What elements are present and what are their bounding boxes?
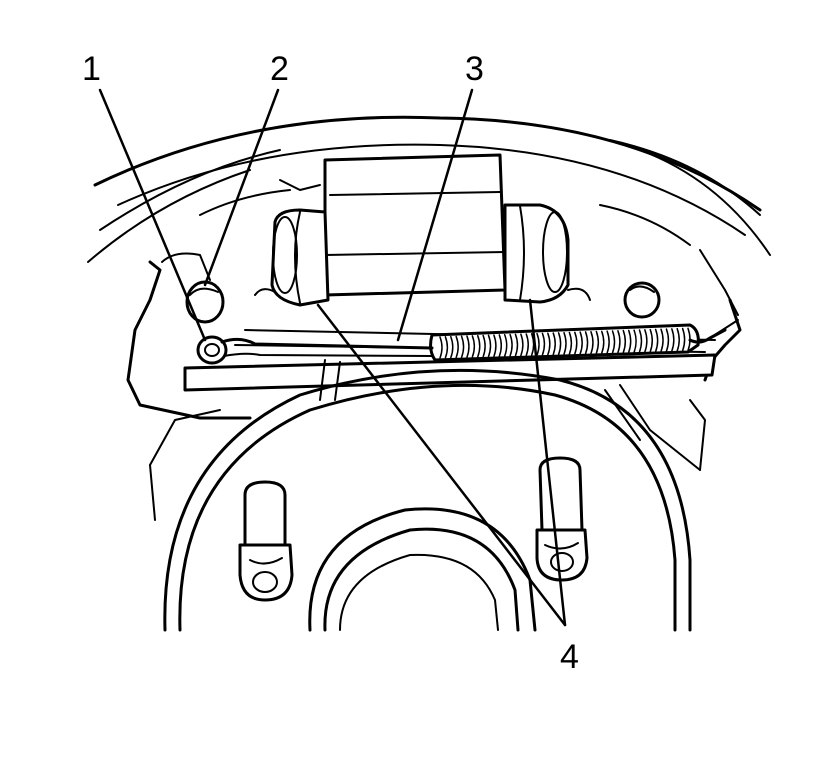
- callout-2: 2: [270, 50, 289, 88]
- adjuster-spring: [429, 319, 739, 362]
- backing-plate-outline: [87, 115, 771, 420]
- spring-coil: [471, 335, 476, 358]
- spring-coil: [649, 328, 654, 353]
- leader-1: [98, 88, 207, 342]
- spring-coil: [476, 334, 481, 358]
- spring-coil: [660, 328, 664, 353]
- spring-coil: [584, 331, 589, 355]
- anchor-pin: [185, 280, 225, 324]
- spring-coil: [466, 335, 470, 358]
- spring-coil: [520, 333, 524, 357]
- spring-coil: [450, 335, 454, 359]
- leader-4b: [528, 298, 567, 627]
- leader-2: [203, 88, 280, 287]
- spring-coil: [541, 332, 546, 356]
- spring-coil: [681, 327, 686, 352]
- spring-coil: [509, 333, 513, 357]
- spring-coil: [622, 329, 627, 354]
- spring-coil: [606, 330, 610, 354]
- wheel-cylinder: [254, 153, 591, 307]
- spring-coil: [676, 327, 680, 352]
- backing-plate-hole: [623, 281, 661, 319]
- spring-coil: [574, 331, 578, 355]
- spring-coil: [671, 328, 675, 352]
- spring-coil: [654, 328, 659, 353]
- spring-coil: [568, 331, 573, 355]
- spring-coil: [595, 330, 600, 355]
- spring-coil: [487, 334, 492, 358]
- spring-coil: [579, 331, 583, 355]
- spring-coil: [563, 331, 567, 356]
- spring-coil: [617, 330, 621, 354]
- callout-labels: 1 2 3 4: [82, 50, 579, 676]
- spring-coil: [600, 330, 605, 354]
- spring-coil: [455, 335, 459, 359]
- spring-coil: [633, 329, 637, 353]
- hub-drum: [149, 368, 706, 632]
- callout-4: 4: [560, 638, 579, 676]
- spring-coil: [611, 330, 616, 354]
- callout-3: 3: [465, 50, 484, 88]
- spring-coil: [644, 329, 648, 353]
- wheel-stud-right: [535, 456, 589, 582]
- spring-coil: [460, 335, 465, 359]
- brake-shoe-edges: [319, 359, 701, 471]
- spring-coil: [514, 333, 519, 357]
- spring-coil: [525, 333, 530, 357]
- spring-coil: [503, 333, 508, 357]
- spring-coil: [627, 329, 632, 354]
- spring-hook-clip: [196, 335, 434, 365]
- spring-coil: [557, 332, 562, 356]
- spring-coil: [552, 332, 556, 356]
- leader-lines: [98, 88, 567, 627]
- leader-4a: [316, 303, 567, 627]
- spring-coil: [665, 328, 670, 352]
- spring-coil: [444, 336, 449, 359]
- spring-coil: [547, 332, 551, 356]
- spring-coil: [439, 336, 443, 359]
- wheel-stud-left: [238, 480, 294, 602]
- spring-coil: [493, 334, 497, 358]
- leader-3: [396, 88, 474, 342]
- spring-coil: [482, 334, 486, 358]
- spring-coil: [498, 334, 503, 357]
- spring-coil: [536, 332, 540, 356]
- callout-1: 1: [82, 50, 101, 88]
- spring-coil: [638, 329, 643, 353]
- spring-coil: [590, 330, 594, 355]
